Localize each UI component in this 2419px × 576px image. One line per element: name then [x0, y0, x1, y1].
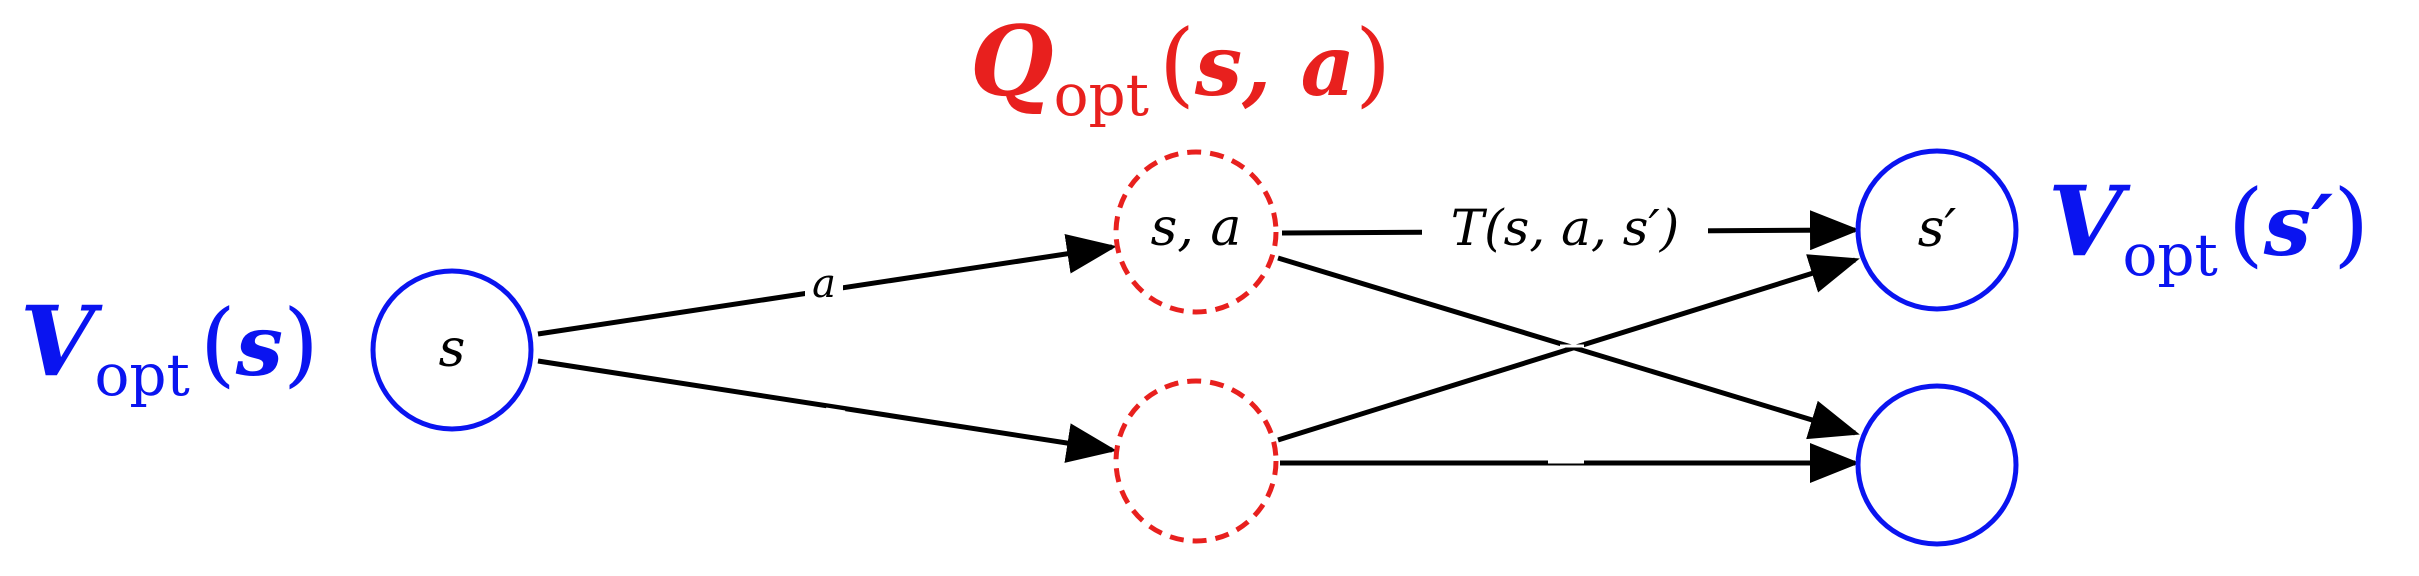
chance-node-sa-label: s, a	[1151, 198, 1242, 258]
v-opt-s-label: Vopt(s)	[20, 285, 319, 409]
state-node-s-prime-label: s′	[1918, 199, 1957, 259]
edge-s-to-q2	[537, 358, 1117, 463]
state-node-s-label: s	[439, 319, 466, 379]
transition-args: (s, a, s′)	[1484, 199, 1679, 257]
action-label-bg	[805, 265, 843, 305]
chance-node-2	[1113, 378, 1279, 544]
transition-label-bg	[1422, 200, 1708, 260]
action-label: a	[812, 261, 836, 307]
state-node-s	[370, 268, 534, 432]
state-node-s-prime	[1855, 148, 2019, 312]
transition-label: T(s, a, s′)	[1451, 199, 1679, 257]
chance-node-sa	[1113, 149, 1279, 315]
state-node-s-prime-2	[1855, 383, 2019, 547]
transition-fn: T	[1451, 199, 1488, 257]
v-opt-s-prime-label: Vopt(s′)	[2048, 165, 2369, 289]
q-opt-sa-label: Qopt(s, a)	[970, 5, 1391, 129]
edge-gap-marks	[825, 344, 1584, 464]
edge-q2-to-sp	[1277, 254, 1860, 443]
